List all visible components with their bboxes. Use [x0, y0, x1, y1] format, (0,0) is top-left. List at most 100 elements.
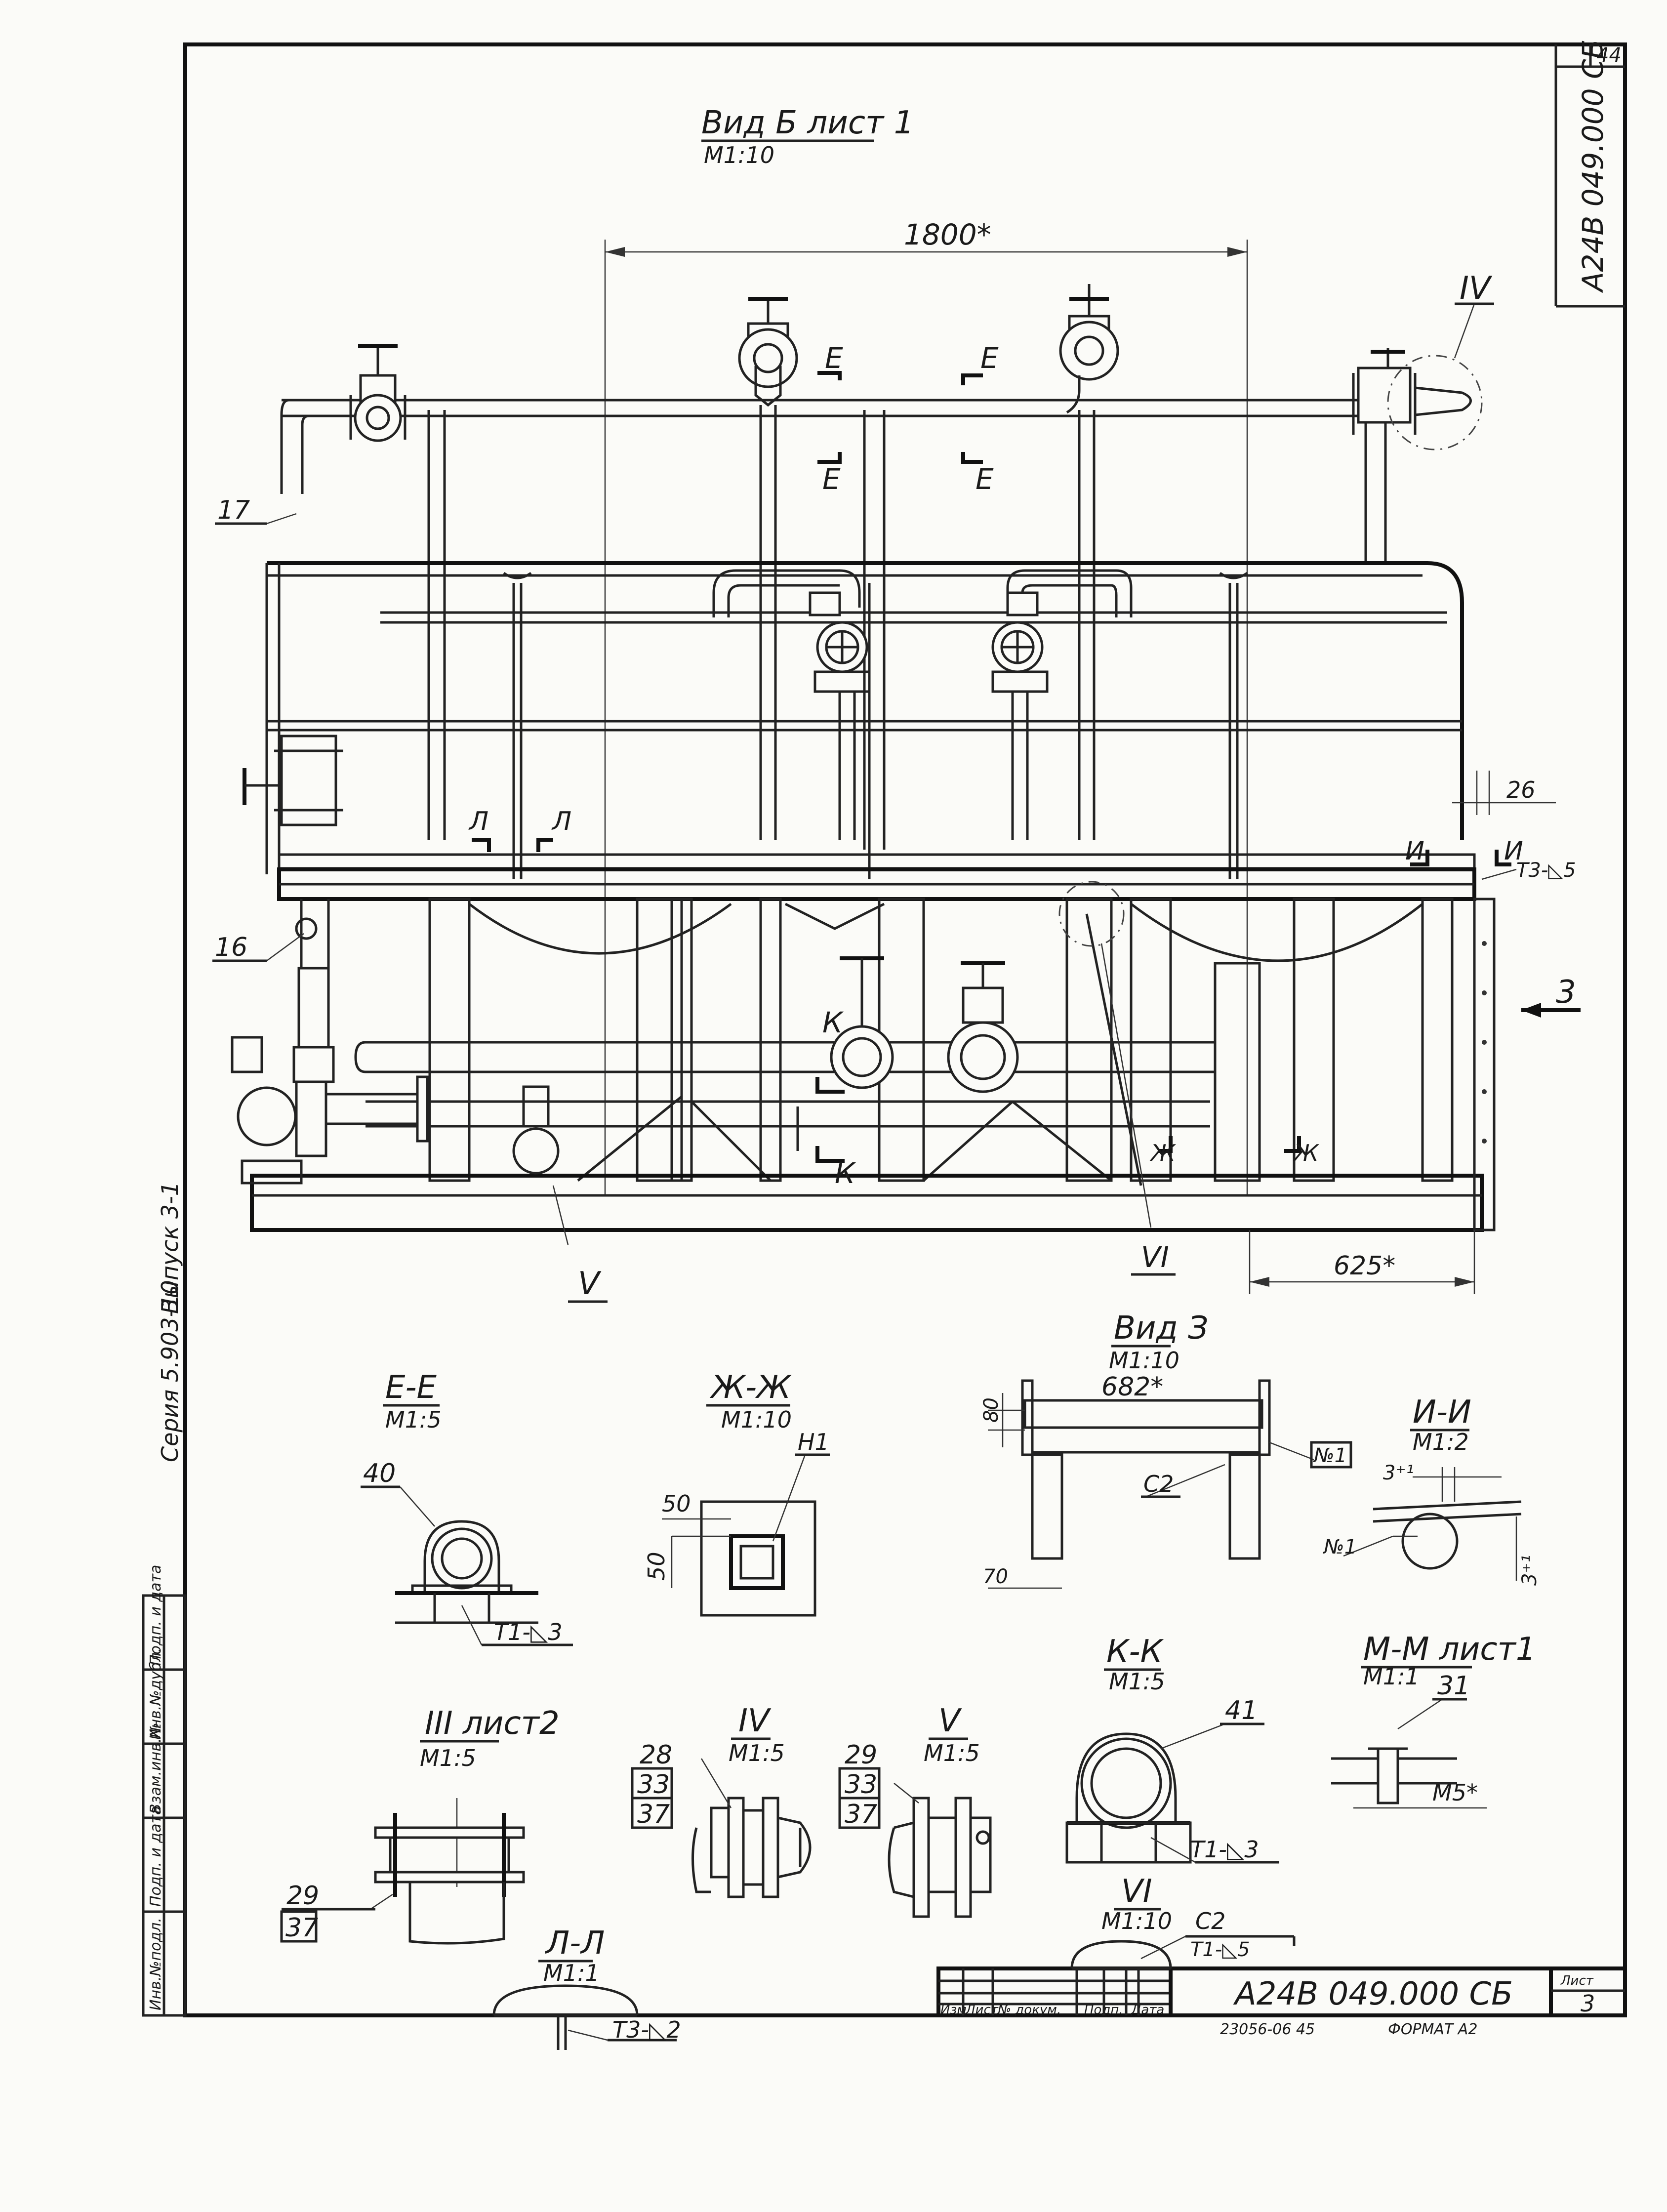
issue-label: Выпуск 3-1: [157, 1182, 183, 1314]
detail-ee-scale: М1:5: [385, 1406, 442, 1433]
approval-cell-5: Подп. и дата: [147, 1565, 164, 1666]
detail-kk-weld: Т1-◺3: [1190, 1836, 1259, 1863]
callout-16: 16: [215, 933, 247, 962]
detail-vi-weld: Т1-◺5: [1190, 1938, 1250, 1961]
detail-ii-drawing: [1343, 1467, 1522, 1581]
dim-1800-label: 1800*: [904, 218, 991, 251]
inner-bends: [712, 569, 1133, 617]
dim-625-label: 625*: [1334, 1251, 1395, 1281]
detail-ii-dim3-top: 3⁺¹: [1383, 1462, 1414, 1484]
detail-zhzh-callout-H1: Н1: [798, 1429, 829, 1455]
section-K-lower: К: [835, 1156, 856, 1190]
detail-mm-drawing: [1331, 1698, 1487, 1809]
detail-iv-callout-33: 33: [637, 1770, 670, 1800]
detail-zhzh-dim50-top: 50: [662, 1490, 691, 1517]
callout-17: 17: [217, 495, 250, 525]
dim-625: [1249, 1230, 1475, 1294]
section-mark-E: [817, 371, 983, 464]
inner-valve-2: [991, 591, 1049, 840]
detail-v-callout-33: 33: [845, 1770, 877, 1800]
detail-iv-scale: М1:5: [729, 1740, 785, 1766]
detail-iii-callout-29: 29: [286, 1881, 319, 1911]
detail-vid3-dim70: 70: [983, 1565, 1008, 1588]
detail-vid3-C2: С2: [1143, 1471, 1174, 1497]
detail-iv-drawing: [691, 1758, 812, 1898]
tank-bottoms: [468, 902, 1423, 962]
detail-zhzh-scale: М1:10: [721, 1406, 792, 1433]
detail-iii-scale: М1:5: [420, 1745, 476, 1771]
detail-iii-callout-37: 37: [285, 1913, 318, 1943]
title-col-list: Лист: [965, 2003, 999, 2017]
section-I-left: И: [1405, 836, 1424, 866]
detail-vid3-scale: М1:10: [1109, 1347, 1179, 1374]
title-designation: А24В 049.000 СБ: [1233, 1976, 1513, 2012]
title-block: [936, 1966, 1627, 2017]
detail-ii-n1: №1: [1323, 1536, 1357, 1558]
left-valve-assembly: [243, 735, 343, 826]
main-view-scale: М1:10: [704, 142, 774, 168]
top-pipe-header: [280, 399, 1387, 563]
platform: [277, 853, 1476, 901]
detail-vid3-title: Вид З: [1114, 1310, 1208, 1347]
title-col-doc: № докум.: [997, 2003, 1061, 2017]
section-E-bl: Е: [822, 462, 841, 496]
approval-cell-4: Инв.№дубл.: [147, 1648, 164, 1740]
vertical-pipes: [427, 405, 1096, 850]
callout-VI: VI: [1141, 1240, 1169, 1274]
weld-T3-main: Т3-◺5: [1516, 859, 1576, 882]
valve-left: [349, 344, 407, 442]
valve-right: [1352, 348, 1483, 451]
detail-ee-title: Е-Е: [385, 1369, 437, 1406]
lower-gauges: [512, 1085, 799, 1175]
title-sheet-label: Лист: [1560, 1973, 1594, 1988]
detail-vid3-dim80: 80: [980, 1397, 1003, 1423]
section-E-tl: Е: [825, 341, 843, 375]
designation-vertical: А24В 049.000 СБ: [1576, 40, 1610, 293]
title-col-date: Дата: [1131, 2003, 1164, 2017]
valve-mid-1: [738, 297, 798, 407]
detail-v-callout-29: 29: [845, 1740, 877, 1770]
detail-ee-weld: Т1-◺3: [494, 1619, 563, 1645]
detail-kk-scale: М1:5: [1109, 1668, 1165, 1695]
detail-vi-drawing: [1070, 1935, 1296, 2015]
sheet-frame: [183, 42, 1627, 2017]
detail-iii-drawing: [282, 1798, 525, 1945]
detail-zhzh-title: Ж-Ж: [709, 1369, 792, 1406]
detail-ll-drawing: [492, 1984, 677, 2050]
detail-iii-title: III лист2: [425, 1705, 560, 1742]
detail-vi-title: VI: [1121, 1873, 1152, 1910]
detail-zhzh-drawing: [662, 1453, 830, 1617]
detail-vi-scale: М1:10: [1101, 1908, 1172, 1934]
dim-1800: [604, 240, 1248, 1195]
detail-ii-scale: М1:2: [1413, 1429, 1469, 1455]
main-view-title: Вид Б лист 1: [701, 105, 914, 141]
detail-vid3-dim682: 682*: [1101, 1372, 1163, 1402]
detail-ii-title: И-И: [1413, 1394, 1471, 1431]
section-I-right: И: [1504, 836, 1523, 866]
detail-v-drawing: [888, 1783, 992, 1918]
section-mark-I: [1410, 771, 1556, 866]
section-K-upper: К: [822, 1006, 844, 1039]
detail-ll-title: Л-Л: [545, 1925, 605, 1962]
detail-zhzh-dim50-left: 50: [643, 1552, 670, 1581]
handrail: [265, 561, 1464, 879]
detail-kk-callout-41: 41: [1225, 1696, 1258, 1725]
detail-ll-weld: Т3-◺2: [612, 2016, 681, 2043]
detail-v-callout-37: 37: [845, 1800, 877, 1829]
format-label: ФОРМАТ А2: [1388, 2021, 1477, 2038]
section-Zh-right: Ж: [1293, 1140, 1320, 1166]
detail-ee-drawing: [361, 1485, 573, 1646]
section-L-right: Л: [551, 807, 571, 836]
approval-cell-3: Взам.инв.№: [147, 1722, 164, 1814]
detail-ii-dim3-side: 3⁺¹: [1518, 1555, 1541, 1586]
section-E-br: Е: [976, 462, 994, 496]
detail-v-scale: М1:5: [924, 1740, 980, 1766]
detail-kk-drawing: [1065, 1722, 1279, 1864]
detail-mm-dim-M5: М5*: [1432, 1779, 1478, 1806]
detail-mm-title: М-М лист1: [1363, 1631, 1536, 1668]
detail-v-title: V: [938, 1703, 962, 1739]
detail-vid3-drawing: [988, 1379, 1352, 1589]
series-label: Серия 5.903-10: [157, 1280, 183, 1462]
dim-26: 26: [1506, 777, 1536, 803]
